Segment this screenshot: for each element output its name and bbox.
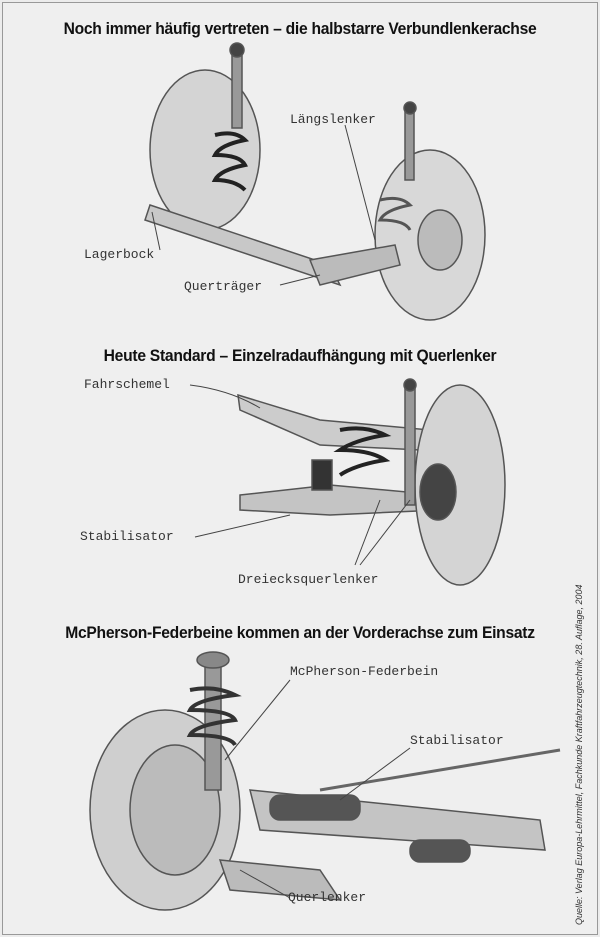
label-querlenker: Querlenker bbox=[288, 890, 367, 905]
twist-beam-axle-drawing bbox=[144, 42, 486, 321]
section-3-title: McPherson-Federbeine kommen an der Vorde… bbox=[65, 623, 535, 642]
section-2-title: Heute Standard – Einzelradaufhängung mit… bbox=[103, 346, 497, 365]
label-fahrschemel: Fahrschemel bbox=[84, 377, 170, 392]
section-1-title: Noch immer häufig vertreten – die halbst… bbox=[63, 19, 537, 38]
label-lagerbock: Lagerbock bbox=[84, 247, 155, 262]
source-credit: Quelle: Verlag Europa-Lehrmittel, Fachku… bbox=[574, 584, 584, 925]
label-stabilisator-3: Stabilisator bbox=[410, 733, 504, 748]
label-laengslenker: Längslenker bbox=[290, 112, 376, 127]
label-mcpherson-federbein: McPherson-Federbein bbox=[290, 664, 439, 679]
label-dreiecksquerlenker: Dreiecksquerlenker bbox=[238, 572, 379, 587]
label-quertraeger: Querträger bbox=[184, 279, 263, 294]
label-stabilisator-2: Stabilisator bbox=[80, 529, 174, 544]
double-wishbone-drawing bbox=[237, 378, 506, 586]
mcpherson-strut-drawing bbox=[89, 651, 561, 911]
